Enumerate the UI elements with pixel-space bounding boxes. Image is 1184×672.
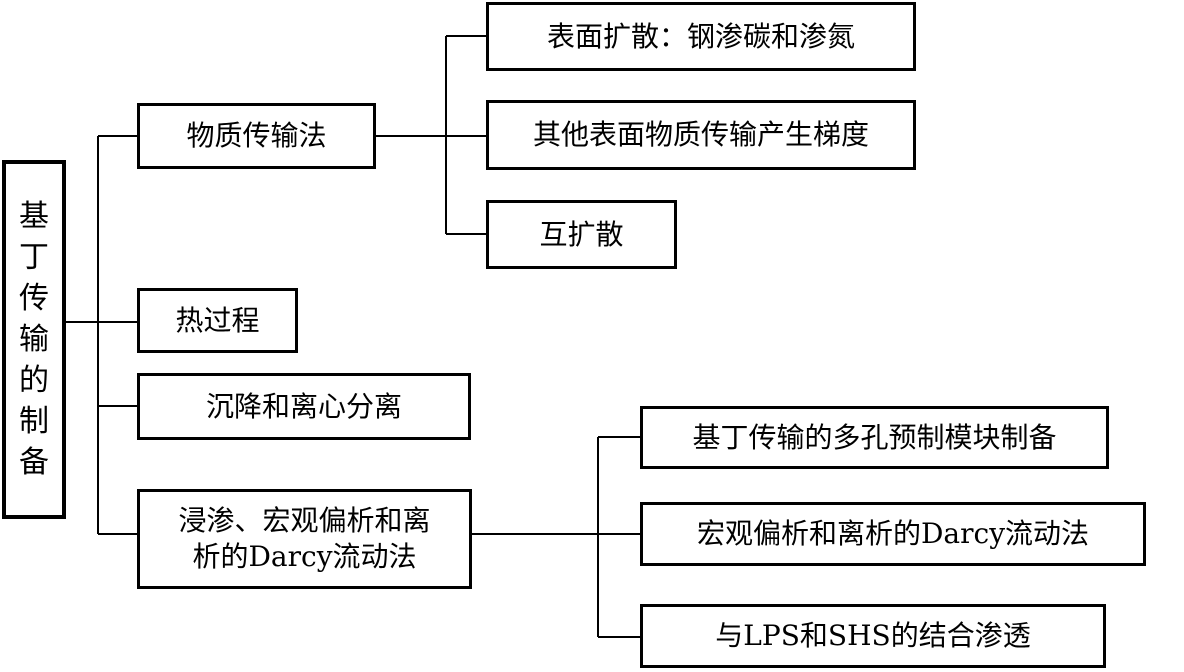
node-thermal-process: 热过程 xyxy=(137,288,298,353)
node-settling-centrifugal: 沉降和离心分离 xyxy=(137,373,471,440)
node-label: 热过程 xyxy=(175,303,260,337)
root-char: 的 xyxy=(19,363,49,398)
node-interdiffusion: 互扩散 xyxy=(486,200,677,269)
node-label-line2: 析的Darcy流动法 xyxy=(192,540,417,573)
node-lps-shs: 与LPS和SHS的结合渗透 xyxy=(640,604,1106,668)
node-label: 其他表面物质传输产生梯度 xyxy=(532,118,869,151)
root-char: 输 xyxy=(19,322,49,357)
root-char: 传 xyxy=(19,281,49,316)
node-label: 基丁传输的多孔预制模块制备 xyxy=(692,420,1057,454)
node-label: 宏观偏析和离析的Darcy流动法 xyxy=(696,517,1090,550)
root-char: 丁 xyxy=(19,240,49,275)
node-label: 与LPS和SHS的结合渗透 xyxy=(715,619,1031,652)
node-label-line1: 浸渗、宏观偏析和离 xyxy=(178,504,431,537)
node-surface-diffusion: 表面扩散：钢渗碳和渗氮 xyxy=(486,2,916,71)
root-char: 制 xyxy=(19,404,49,439)
node-material-transport: 物质传输法 xyxy=(137,103,376,169)
node-infiltration-darcy: 浸渗、宏观偏析和离 析的Darcy流动法 xyxy=(137,489,472,589)
node-other-surface-transport: 其他表面物质传输产生梯度 xyxy=(486,100,916,170)
root-char: 基 xyxy=(19,199,49,234)
node-label: 沉降和离心分离 xyxy=(205,389,402,423)
node-porous-preform: 基丁传输的多孔预制模块制备 xyxy=(640,406,1109,469)
node-label: 互扩散 xyxy=(539,217,624,251)
node-darcy-flow: 宏观偏析和离析的Darcy流动法 xyxy=(640,502,1146,566)
root-node: 基 丁 传 输 的 制 备 xyxy=(2,160,66,519)
root-char: 备 xyxy=(19,445,49,480)
node-label: 表面扩散：钢渗碳和渗氮 xyxy=(546,19,855,53)
node-label: 物质传输法 xyxy=(186,119,327,152)
